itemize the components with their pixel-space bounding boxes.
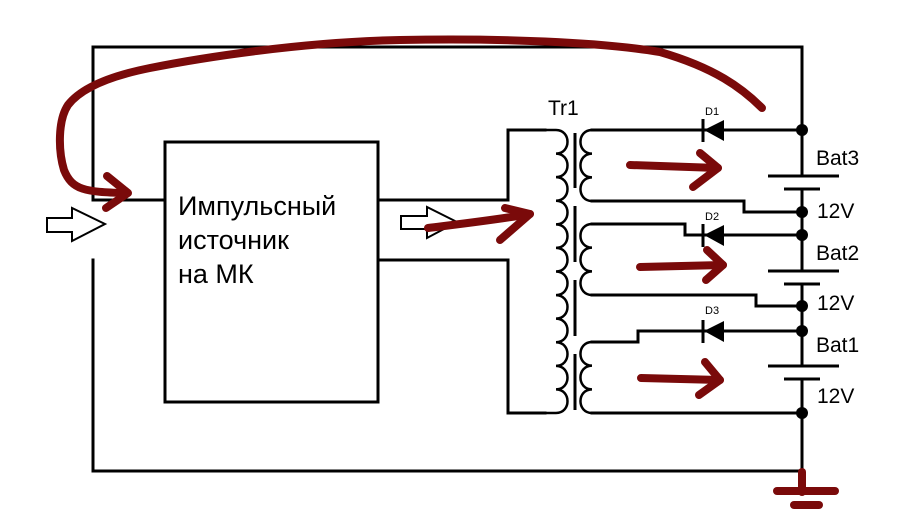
battery-stack: Bat3 12V Bat2 12V Bat1 12V xyxy=(768,128,859,473)
battery-bat3: Bat3 12V xyxy=(768,147,859,223)
diode-d3: D3 xyxy=(701,305,724,343)
transformer-input-arrow-head-icon xyxy=(496,204,534,244)
pulse-source-block: Импульсный источник на МК xyxy=(163,140,380,404)
input-power-arrow-icon xyxy=(46,206,108,243)
diode-d1-icon xyxy=(704,120,724,141)
charge-arrow-1-head-icon xyxy=(689,149,722,191)
diode-d3-label: D3 xyxy=(705,305,719,317)
sec2-top-wire xyxy=(590,222,804,237)
battery-bat3-voltage: 12V xyxy=(817,200,854,223)
primary-winding xyxy=(545,128,569,415)
sec2-bottom-wire xyxy=(590,293,804,308)
diode-d2: D2 xyxy=(701,211,724,247)
secondary-winding-2 xyxy=(579,222,593,297)
junction-node xyxy=(796,206,808,218)
ground-icon xyxy=(773,468,839,509)
charge-arrow-3 xyxy=(637,374,724,384)
battery-bat2-label: Bat2 xyxy=(816,242,859,265)
block-label-line-3: на МК xyxy=(178,259,254,289)
diode-d2-label: D2 xyxy=(705,211,719,223)
junction-nodes xyxy=(796,124,808,419)
secondary-winding-1 xyxy=(579,128,593,203)
sec1-bottom-wire xyxy=(590,199,804,214)
block-to-transformer-top-wire xyxy=(376,128,547,202)
battery-bat1-label: Bat1 xyxy=(816,334,859,357)
battery-bat2: Bat2 12V xyxy=(768,242,859,315)
charge-arrow-3-head-icon xyxy=(695,358,724,399)
transformer-label: Tr1 xyxy=(548,97,579,120)
battery-bat1-voltage: 12V xyxy=(817,385,854,408)
bottom-return-wire xyxy=(91,258,804,473)
block-label-line-1: Импульсный xyxy=(178,191,336,221)
block-to-transformer-bottom-wire xyxy=(376,258,547,415)
feedback-arrow-curve xyxy=(55,35,766,197)
outer-loop-wires xyxy=(91,45,804,473)
diode-d2-icon xyxy=(704,225,724,246)
diode-d3-icon xyxy=(704,321,724,342)
sec3-top-wire xyxy=(590,329,804,344)
junction-node xyxy=(796,229,808,241)
junction-node xyxy=(796,300,808,312)
charge-arrow-2-head-icon xyxy=(702,246,727,284)
transformer-input-arrow xyxy=(424,210,534,232)
junction-node xyxy=(796,407,808,419)
transformer-tr1: Tr1 xyxy=(545,97,593,415)
battery-bat3-label: Bat3 xyxy=(816,147,859,170)
red-annotations xyxy=(55,35,839,509)
battery-bat2-voltage: 12V xyxy=(817,292,854,315)
charge-arrow-1 xyxy=(626,161,722,172)
feedback-arrow-head-icon xyxy=(102,172,132,212)
top-feedback-wire xyxy=(91,45,804,202)
junction-node xyxy=(796,325,808,337)
secondary-winding-3 xyxy=(579,340,593,415)
diode-d1: D1 xyxy=(701,106,724,142)
battery-bat1: Bat1 12V xyxy=(768,334,859,408)
diode-d1-label: D1 xyxy=(705,106,719,118)
block-label-line-2: источник xyxy=(178,225,289,255)
junction-node xyxy=(796,124,808,136)
charge-arrow-2 xyxy=(636,261,727,271)
